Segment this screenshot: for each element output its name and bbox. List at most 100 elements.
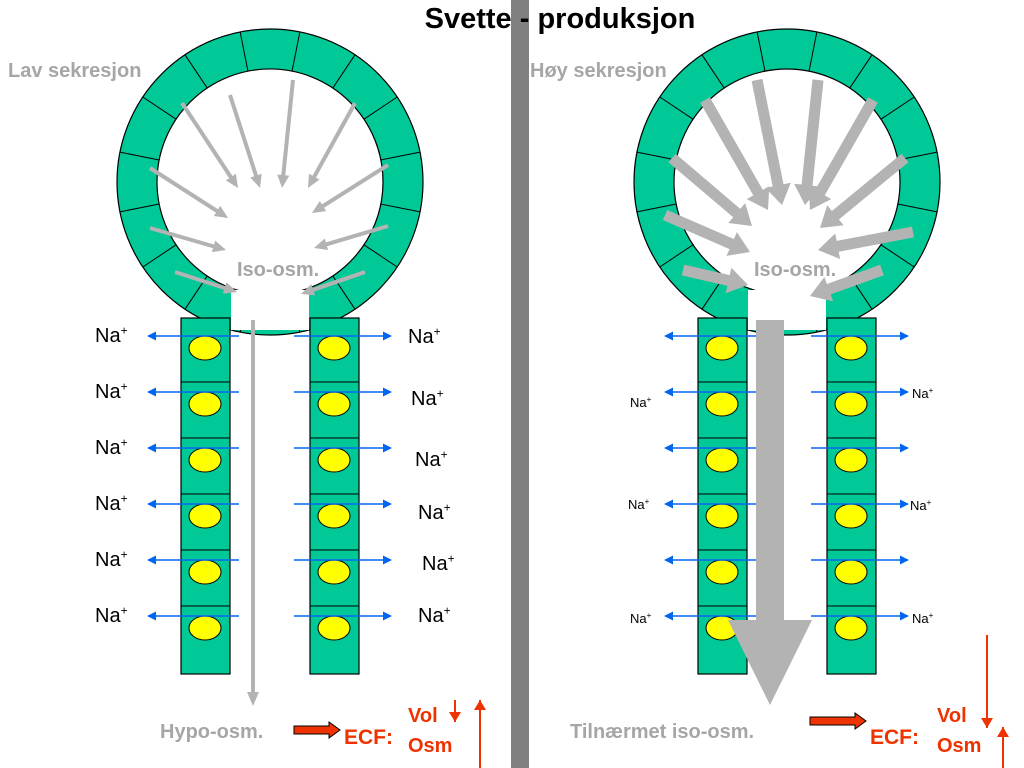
secretion-arrow <box>818 226 914 259</box>
sodium-label: Na+ <box>95 491 128 515</box>
coil-cell-border <box>880 96 915 120</box>
ion-symbol: Na <box>415 449 441 471</box>
cell-nucleus <box>188 447 222 473</box>
outlet-osmolarity-label: Tilnærmet iso-osm. <box>570 721 754 743</box>
coil-cell-border <box>239 31 249 72</box>
coil-cell-border <box>363 244 398 268</box>
secretion-arrow <box>820 153 909 228</box>
ion-charge: + <box>121 603 128 617</box>
ion-charge: + <box>434 324 441 338</box>
ion-symbol: Na <box>910 498 927 513</box>
secretion-arrow <box>794 79 824 205</box>
sodium-label: Na+ <box>95 547 128 571</box>
sodium-label: Na+ <box>628 497 650 512</box>
coil-cell-border <box>184 54 208 89</box>
sodium-label: Na+ <box>418 500 451 524</box>
secretion-arrow <box>808 97 878 210</box>
title: Svette - produksjon <box>425 3 696 35</box>
ion-charge: + <box>647 395 652 404</box>
secretion-arrow <box>174 270 237 294</box>
lumen-osmolarity-label: Iso-osm. <box>754 259 836 281</box>
cell-nucleus <box>705 335 739 361</box>
sodium-label: Na+ <box>910 498 932 513</box>
volume-decrease-arrowhead <box>449 712 461 722</box>
ecf-label: ECF: <box>870 726 919 749</box>
coil-cell-border <box>849 54 873 89</box>
osmolarity-increase-arrowhead <box>997 727 1009 737</box>
coil-cell-border <box>119 203 160 213</box>
coil-cell-border <box>897 203 938 213</box>
ion-charge: + <box>121 491 128 505</box>
ion-charge: + <box>121 379 128 393</box>
secretion-arrow <box>668 153 752 226</box>
cell-nucleus <box>317 503 351 529</box>
ion-charge: + <box>647 611 652 620</box>
ion-symbol: Na <box>95 381 121 403</box>
coil-cell-border <box>142 244 177 268</box>
cell-nucleus <box>317 615 351 641</box>
panel-divider <box>511 0 529 768</box>
ion-charge: + <box>121 323 128 337</box>
coil-cell-border <box>119 151 160 161</box>
secretory-coil <box>116 28 424 336</box>
sodium-label: Na+ <box>912 611 934 626</box>
volume-decrease-arrowhead <box>981 718 993 728</box>
ion-symbol: Na <box>912 611 929 626</box>
cell-nucleus <box>834 503 868 529</box>
secretion-arrow <box>751 78 791 205</box>
duct-opening <box>231 290 309 330</box>
ion-symbol: Na <box>630 395 647 410</box>
secretion-arrow <box>312 163 390 213</box>
osmolarity-label: Osm <box>937 735 981 757</box>
coil-cell-border <box>332 54 356 89</box>
duct-wall-right <box>826 317 877 675</box>
cell-nucleus <box>834 391 868 417</box>
cell-nucleus <box>317 559 351 585</box>
ion-symbol: Na <box>408 326 434 348</box>
ion-charge: + <box>444 500 451 514</box>
ion-symbol: Na <box>95 325 121 347</box>
ion-symbol: Na <box>418 502 444 524</box>
sodium-label: Na+ <box>408 324 441 348</box>
sodium-label: Na+ <box>411 386 444 410</box>
cell-nucleus <box>188 559 222 585</box>
ion-charge: + <box>121 547 128 561</box>
coil-cell-border <box>142 96 177 120</box>
ion-symbol: Na <box>411 388 437 410</box>
cell-nucleus <box>705 447 739 473</box>
ion-symbol: Na <box>422 553 448 575</box>
secretion-arrow <box>277 79 295 188</box>
sodium-label: Na+ <box>418 603 451 627</box>
secretion-arrow <box>228 94 262 188</box>
cell-nucleus <box>188 335 222 361</box>
ion-charge: + <box>441 447 448 461</box>
coil-cell-border <box>808 31 818 72</box>
cell-nucleus <box>834 559 868 585</box>
ion-symbol: Na <box>418 605 444 627</box>
left-panel-low-secretion: Na+Na+Na+Na+Na+Na+Na+Na+Na+Na+Na+Na+Iso-… <box>95 28 486 768</box>
coil-cell-border <box>380 203 421 213</box>
coil-cell-border <box>636 203 677 213</box>
right-panel-high-secretion: Na+Na+Na+Na+Na+Na+Iso-osm.Tilnærmet iso-… <box>570 28 1009 768</box>
ion-symbol: Na <box>95 605 121 627</box>
duct-wall-right <box>309 317 360 675</box>
ion-charge: + <box>444 603 451 617</box>
sodium-label: Na+ <box>95 323 128 347</box>
secretion-arrow <box>149 226 226 253</box>
coil-cell-border <box>636 151 677 161</box>
secretion-arrow <box>700 97 770 210</box>
volume-label: Vol <box>937 705 967 727</box>
cell-nucleus <box>705 559 739 585</box>
to-ecf-arrow <box>809 712 867 730</box>
coil-cell-border <box>880 244 915 268</box>
coil-cell-border <box>659 96 694 120</box>
cell-nucleus <box>188 391 222 417</box>
cell-nucleus <box>317 391 351 417</box>
ion-symbol: Na <box>912 386 929 401</box>
sodium-label: Na+ <box>630 395 652 410</box>
cell-nucleus <box>834 447 868 473</box>
cell-nucleus <box>188 615 222 641</box>
ion-charge: + <box>927 498 932 507</box>
